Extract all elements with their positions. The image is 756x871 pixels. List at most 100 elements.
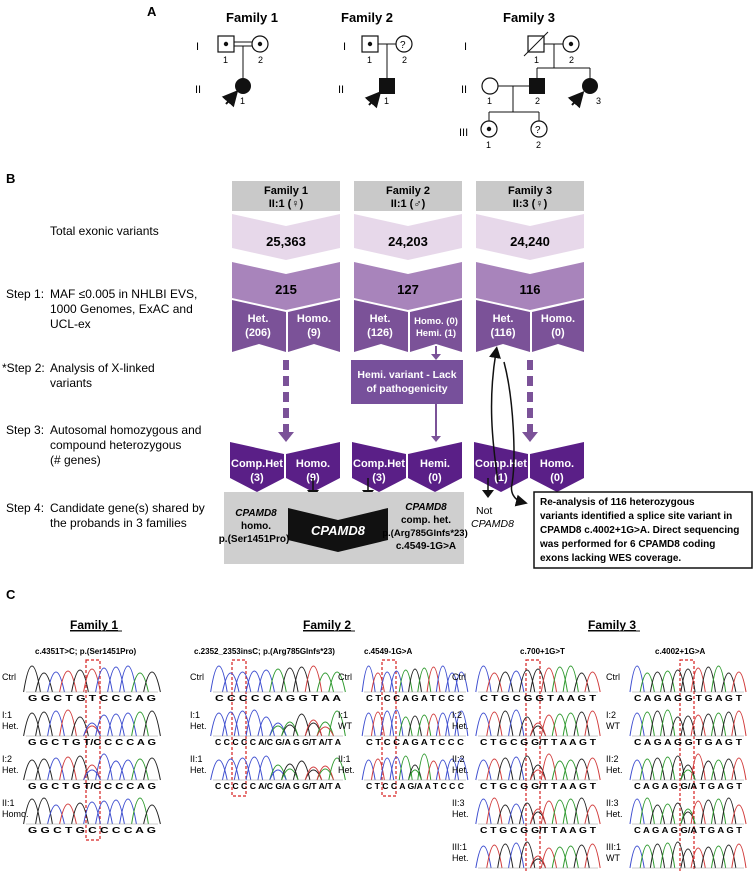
total-exonic-label: Total exonic variants (50, 224, 159, 238)
trace-peak (131, 672, 149, 693)
svg-text:Hemi. variant - Lack: Hemi. variant - Lack (357, 369, 456, 381)
svg-text:(126): (126) (367, 327, 393, 339)
trace-peak (131, 758, 149, 781)
trace-peak (731, 843, 747, 869)
trace-peak (680, 848, 696, 869)
trace-peak (245, 709, 264, 737)
base-sequence: C T G C G G T A A G T (480, 694, 596, 703)
trace-peak (551, 713, 568, 737)
svg-text:(3): (3) (372, 472, 386, 484)
trace-peak (210, 665, 228, 693)
panel-a-label: A (147, 4, 157, 19)
trace-peak (71, 755, 89, 781)
trace-peak (417, 714, 432, 737)
svg-text:(116): (116) (490, 327, 515, 339)
panel-c-label: C (6, 587, 16, 602)
trace-peak (731, 757, 747, 781)
trace-peak (361, 712, 376, 737)
trace-peak (454, 710, 469, 737)
trace-peak (562, 712, 579, 737)
trace-peak (316, 721, 335, 737)
sample-label: II:1 (338, 754, 351, 764)
sample-label: I:1 (2, 710, 12, 720)
variant-label: c.4002+1G>A (655, 647, 705, 656)
base-sequence: G G C T G C C C C A G (28, 826, 156, 835)
trace-peak (486, 797, 503, 825)
svg-text:variants: variants (50, 376, 92, 390)
trace-peak (551, 846, 568, 869)
trace-peak (233, 757, 252, 781)
sample-label: III:1 (606, 842, 621, 852)
trace-peak (710, 759, 727, 781)
genotype-label: WT (338, 721, 352, 731)
trace-peak (562, 665, 579, 693)
trace-peak (370, 672, 385, 693)
trace-peak (710, 665, 727, 693)
trace-peak (83, 668, 101, 693)
sample-label: III:1 (452, 842, 467, 852)
base-sequence: G G C T G T/C C C C A G (28, 782, 156, 791)
trace-peak (497, 757, 514, 781)
trace-peak (107, 666, 125, 693)
trace-peak (426, 713, 441, 737)
trace-peak (660, 756, 676, 781)
trace-peak (573, 797, 590, 825)
trace-peak (584, 757, 601, 781)
affected-female-symbol (582, 78, 598, 94)
svg-text:variants identified a splice s: variants identified a splice site varian… (540, 511, 732, 522)
trace-peak (107, 713, 125, 737)
trace-peak (562, 759, 579, 781)
trace-peak (475, 712, 492, 737)
affected-male-symbol (529, 78, 545, 94)
trace-peak (529, 668, 547, 693)
sample-label: I:2 (606, 710, 616, 720)
trace-peak (680, 668, 696, 693)
trace-peak (304, 719, 323, 737)
variant-highlight-box (525, 659, 541, 871)
trace-peak (221, 672, 240, 693)
trace-peak (426, 666, 441, 693)
ind-number: 2 (258, 55, 263, 65)
trace-peak (233, 671, 252, 693)
svg-text:CPAMD8: CPAMD8 (405, 502, 447, 513)
svg-text:Comp.Het: Comp.Het (353, 458, 405, 470)
proband-arrow (221, 89, 239, 108)
genotype-label: Het. (606, 765, 623, 775)
trace-peak (710, 712, 727, 737)
proband-arrow (364, 90, 382, 109)
svg-text:Step 4:: Step 4: (6, 501, 44, 515)
svg-text:2: 2 (402, 55, 407, 65)
trace-peak (700, 713, 716, 737)
female-unknown-symbol (530, 120, 548, 138)
svg-text:(206): (206) (245, 327, 271, 339)
trace-peak (700, 760, 716, 781)
trace-peak (95, 753, 113, 781)
svg-text:2: 2 (535, 96, 540, 106)
trace-peak (435, 665, 450, 693)
trace-peak (83, 722, 101, 737)
trace-peak (380, 671, 395, 693)
trace-peak (389, 756, 404, 781)
sample-label: II:2 (452, 754, 465, 764)
trace-peak (562, 798, 579, 825)
trace-peak (143, 804, 161, 825)
trace-peak (35, 797, 53, 825)
trace-peak (649, 843, 666, 869)
reanalysis-curve (503, 361, 528, 507)
trace-peak (670, 755, 686, 781)
svg-text:1000 Genomes, ExAC and: 1000 Genomes, ExAC and (50, 302, 193, 316)
trace-peak (731, 671, 747, 693)
trace-peak (389, 709, 404, 737)
trace-peak (328, 757, 346, 781)
trace-peak (269, 668, 287, 693)
svg-text:UCL-ex: UCL-ex (50, 317, 91, 331)
trace-peak (562, 845, 579, 869)
trace-peak (670, 669, 686, 693)
trace-peak (95, 667, 113, 693)
trace-peak (710, 798, 727, 825)
